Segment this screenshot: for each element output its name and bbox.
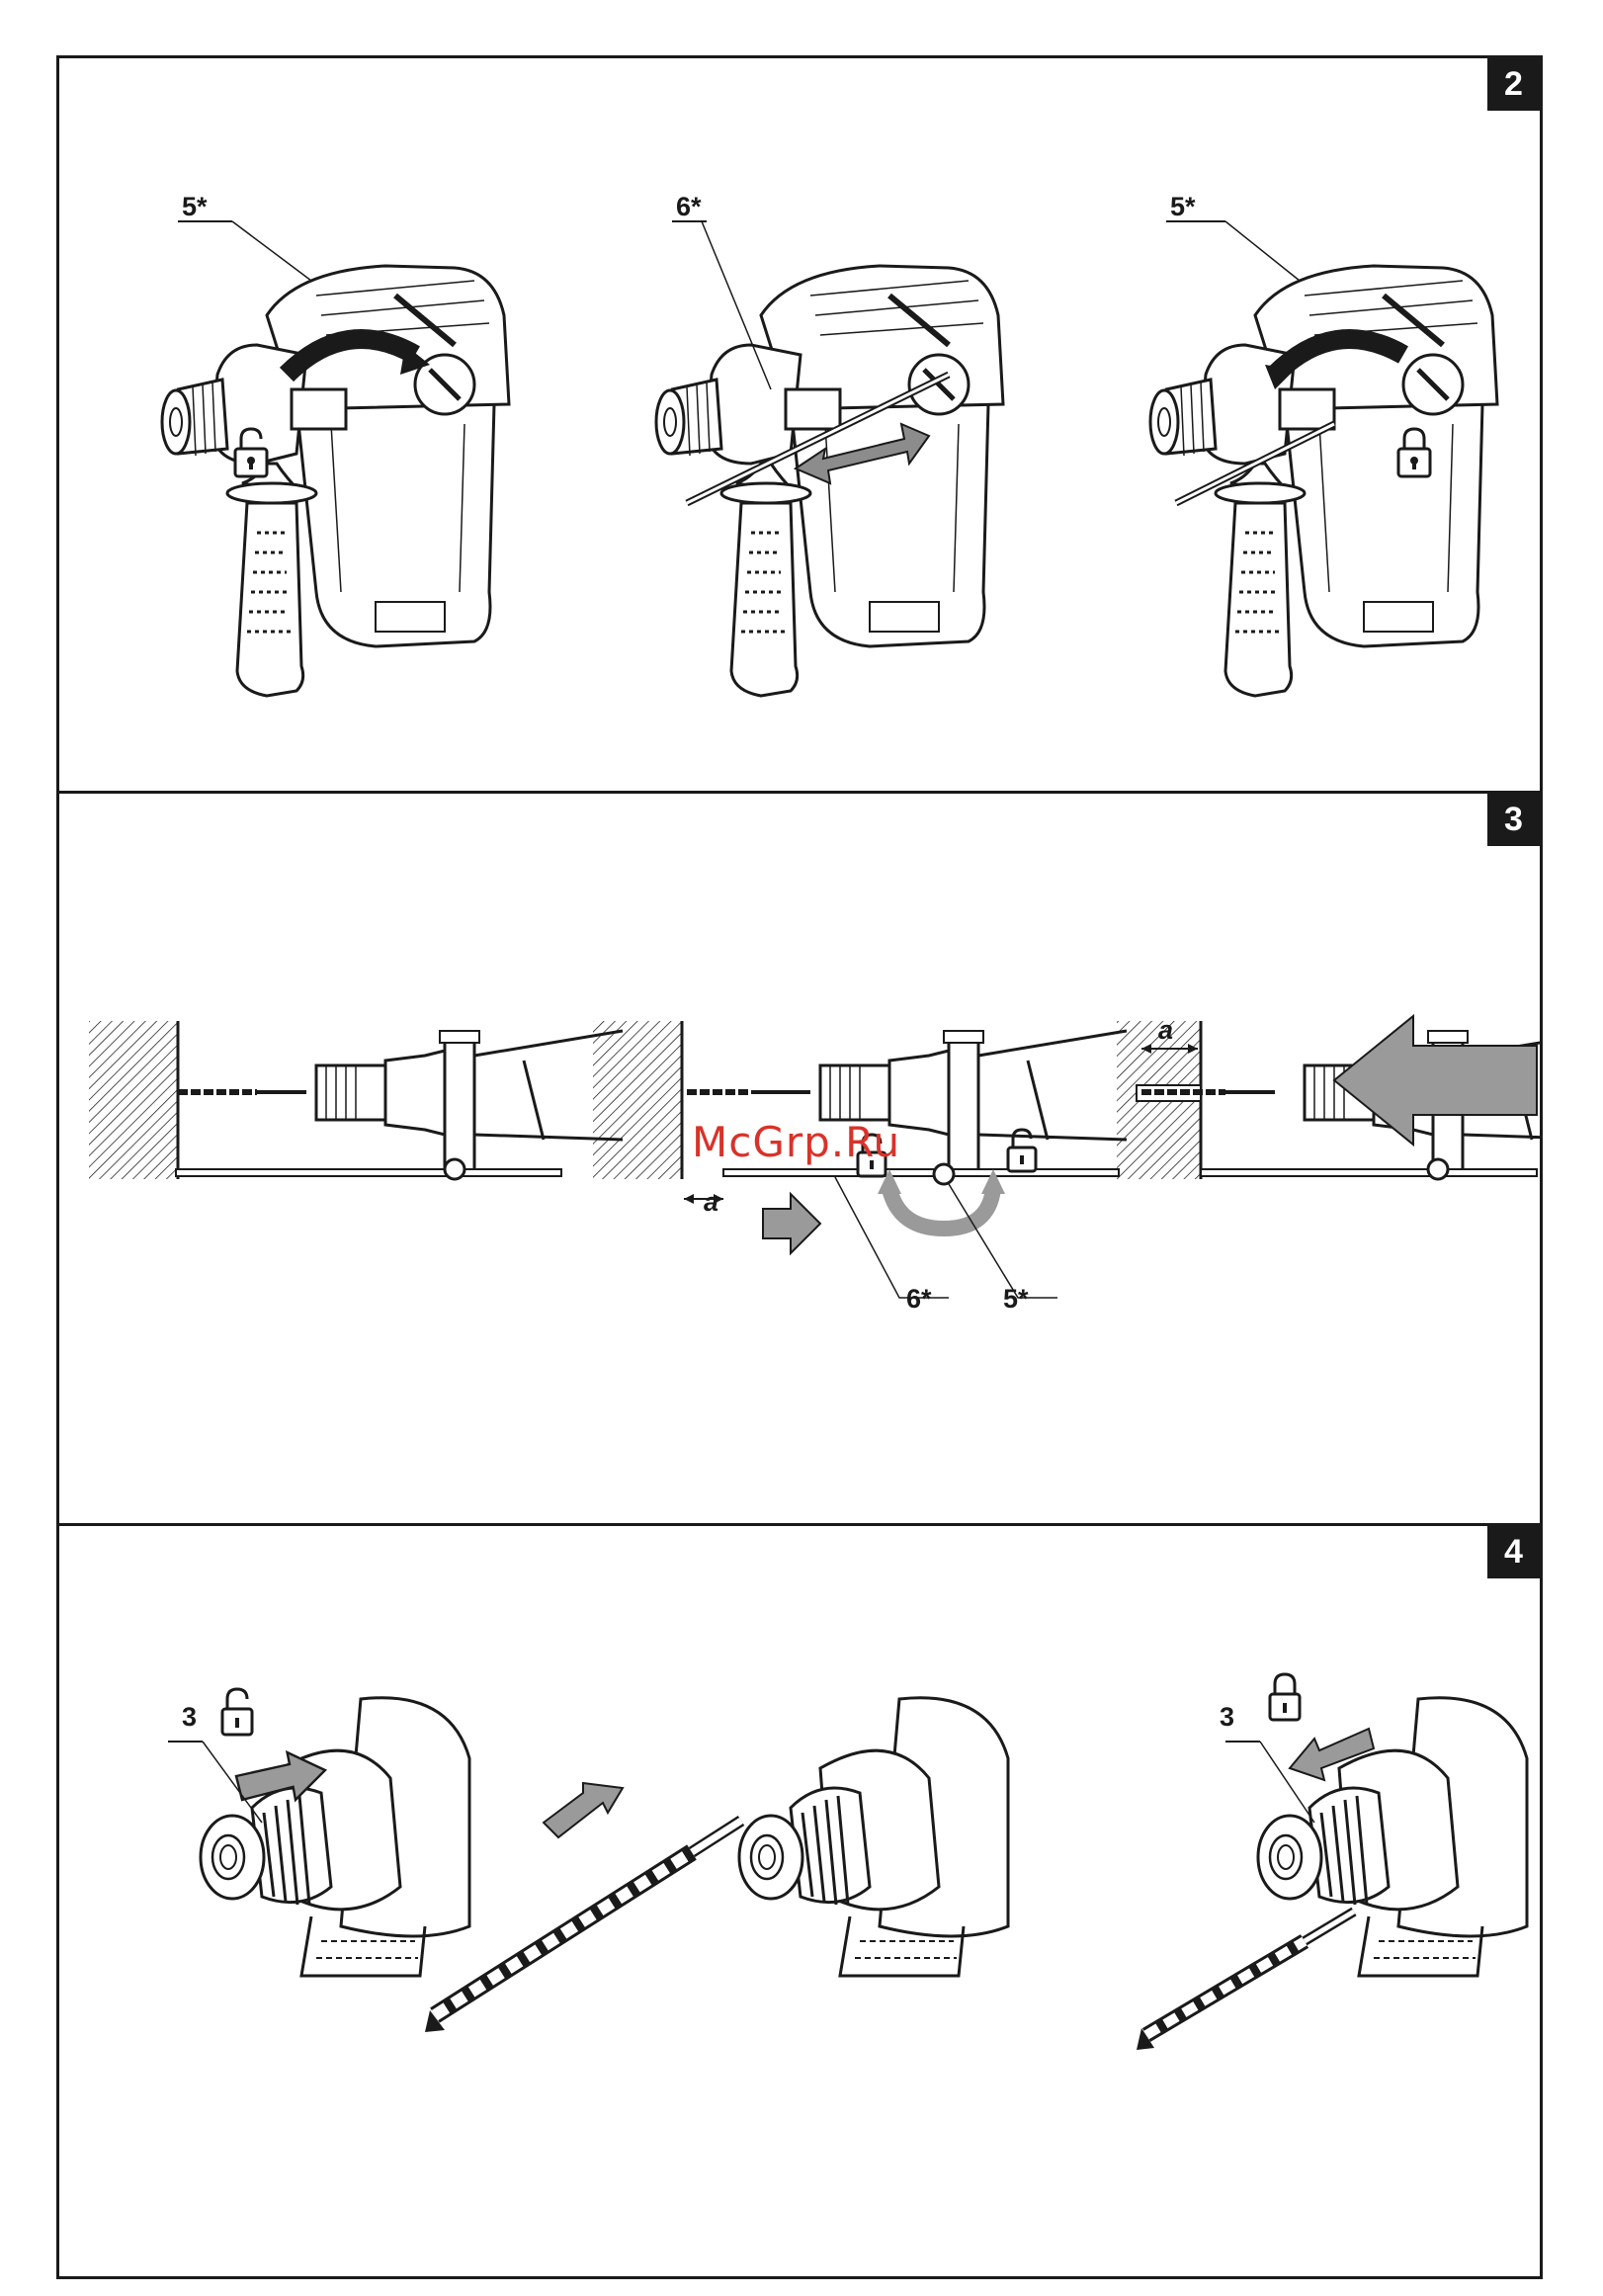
drill-illustration: [656, 266, 1003, 696]
panel-2: 2: [59, 58, 1540, 791]
callout-label-5: 5*: [1003, 1284, 1029, 1315]
padlock-open-icon: [222, 1689, 252, 1735]
dimension-label-a: a: [1158, 1015, 1173, 1046]
panel-3: 3: [59, 791, 1540, 1526]
callout-label-6: 6*: [906, 1284, 932, 1315]
depth-gauge-scene: [89, 1021, 623, 1179]
callout-label-5: 5*: [182, 192, 208, 222]
dimension-label-a: a: [704, 1187, 718, 1218]
callout-label-3: 3: [1220, 1702, 1234, 1733]
drill-illustration: [162, 266, 509, 696]
callout-label-3: 3: [182, 1702, 197, 1733]
depth-gauge-scene: [1117, 1016, 1540, 1179]
panel-4-illustration: [59, 1526, 1540, 2279]
panel-2-illustration: [59, 58, 1540, 791]
chuck-illustration: [1258, 1674, 1527, 1976]
page-frame: 2: [56, 55, 1543, 2279]
padlock-closed-icon: [1270, 1674, 1300, 1720]
callout-label-6: 6*: [676, 192, 702, 222]
chuck-illustration: [201, 1689, 469, 1976]
drill-illustration: [1150, 266, 1497, 696]
drill-bit-illustration: [1137, 1912, 1354, 2050]
panel-4: 4: [59, 1523, 1540, 2279]
watermark: McGrp.Ru: [692, 1118, 900, 1166]
chuck-illustration: [739, 1698, 1008, 1976]
callout-label-5: 5*: [1170, 192, 1196, 222]
drill-bit-illustration: [425, 1783, 741, 2032]
